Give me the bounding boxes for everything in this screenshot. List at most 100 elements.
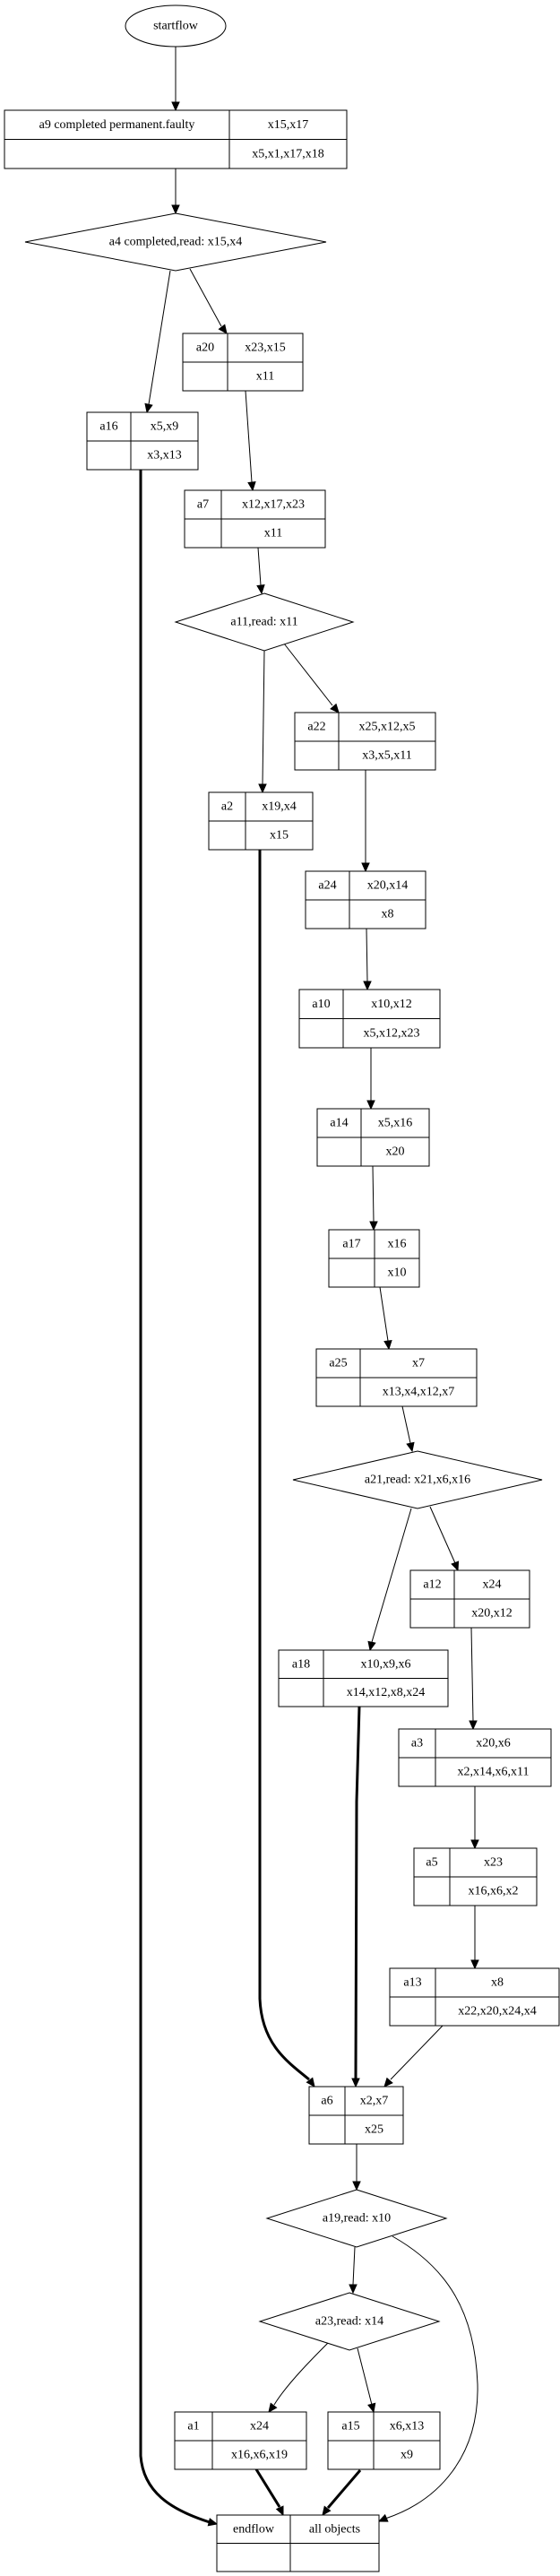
- arrowhead-icon: [247, 481, 256, 492]
- edge-line: [372, 1165, 375, 1223]
- node-startflow[interactable]: startflow: [125, 4, 227, 48]
- edge-line: [390, 2025, 444, 2080]
- arrowhead-icon: [330, 703, 340, 713]
- edge-a23-to-a15: [357, 2347, 376, 2414]
- edge-a18-to-a6: [351, 1706, 361, 2088]
- edge-a23-to-a1: [268, 2342, 329, 2413]
- decision-a21[interactable]: a21,read: x21,x6,x16: [292, 1450, 543, 1509]
- activity-label: a24: [318, 879, 336, 893]
- read-variables: x16: [388, 1238, 407, 1251]
- decision-label: a21,read: x21,x6,x16: [365, 1474, 470, 1487]
- edge-line: [258, 850, 310, 2081]
- edges-layer: [139, 47, 479, 2527]
- edge-line: [257, 547, 262, 586]
- arrowhead-icon: [256, 584, 265, 595]
- activity-label: a2: [221, 800, 233, 814]
- arrowhead-icon: [366, 1100, 375, 1111]
- activity-label: a3: [411, 1737, 423, 1750]
- edge-a10-to-a14: [366, 1048, 375, 1111]
- edge-a20-to-a7: [245, 390, 256, 492]
- edge-line: [401, 1405, 411, 1444]
- edge-a15-to-endflow: [322, 2469, 362, 2516]
- edge-line: [189, 268, 222, 327]
- write-variables: x9: [401, 2449, 413, 2462]
- activity-label: a12: [423, 1578, 441, 1592]
- write-variables: x22,x20,x24,x4: [458, 2005, 537, 2018]
- activity-label: a22: [307, 721, 325, 734]
- decision-a23[interactable]: a23,read: x14: [258, 2292, 441, 2351]
- decision-label: a23,read: x14: [315, 2315, 383, 2329]
- read-variables: x5,x9: [151, 420, 179, 434]
- arrowhead-icon: [349, 2284, 358, 2295]
- read-variables: x23,x15: [245, 341, 286, 355]
- decision-label: a11,read: x11: [230, 616, 297, 629]
- write-variables: x11: [256, 370, 274, 384]
- edge-a21-to-a12: [429, 1506, 460, 1572]
- decision-a4[interactable]: a4 completed,read: x15,x4: [24, 212, 327, 272]
- read-variables: x24: [250, 2420, 269, 2433]
- edge-line: [245, 390, 253, 483]
- arrowhead-icon: [369, 1221, 378, 1232]
- edge-line: [352, 2246, 356, 2286]
- edge-line: [429, 1506, 456, 1564]
- write-variables: x20,x12: [471, 1607, 513, 1621]
- read-variables: x20,x6: [476, 1737, 511, 1750]
- decision-a19[interactable]: a19,read: x10: [265, 2189, 448, 2248]
- arrowhead-icon: [363, 981, 372, 991]
- arrowhead-icon: [268, 2402, 278, 2413]
- read-variables: x24: [483, 1578, 502, 1592]
- read-variables: x10,x12: [371, 998, 412, 1011]
- node-a3[interactable]: a3 x20,x6 x2,x14,x6,x11: [398, 1728, 552, 1787]
- write-variables: x2,x14,x6,x11: [458, 1766, 530, 1779]
- write-variables: x13,x4,x12,x7: [383, 1386, 455, 1399]
- decision-diamond: [258, 2292, 441, 2351]
- edge-a2-to-a6: [258, 850, 315, 2088]
- edge-line: [254, 2468, 281, 2508]
- write-variables: x14,x12,x8,x24: [347, 1686, 426, 1699]
- edge-a6-to-a19: [352, 2144, 361, 2191]
- arrowhead-icon: [171, 101, 180, 112]
- arrowhead-icon: [383, 1340, 392, 1351]
- read-variables: x19,x4: [262, 800, 297, 814]
- read-variables: all objects: [309, 2522, 360, 2536]
- activity-label: a5: [426, 1856, 437, 1870]
- write-variables: x8: [382, 908, 394, 921]
- arrowhead-icon: [275, 2505, 284, 2517]
- decision-diamond: [265, 2189, 448, 2248]
- node-a12[interactable]: a12 x24 x20,x12: [409, 1569, 530, 1629]
- edge-line: [273, 2342, 329, 2406]
- arrowhead-icon: [451, 1560, 460, 1572]
- decision-a11[interactable]: a11,read: x11: [174, 592, 355, 652]
- arrowhead-icon: [367, 1640, 376, 1652]
- decision-label: a19,read: x10: [323, 2212, 391, 2226]
- activity-label: a7: [197, 498, 209, 512]
- activity-label: a14: [330, 1117, 348, 1130]
- edge-line: [148, 270, 171, 405]
- edge-a16-to-endflow: [139, 470, 219, 2527]
- edge-startflow-to-a9: [171, 47, 180, 112]
- activity-label: a18: [292, 1657, 310, 1671]
- write-variables: x16,x6,x19: [231, 2449, 288, 2462]
- edge-a24-to-a10: [363, 928, 372, 991]
- edge-a9-to-a4: [171, 169, 180, 215]
- arrowhead-icon: [469, 1720, 478, 1731]
